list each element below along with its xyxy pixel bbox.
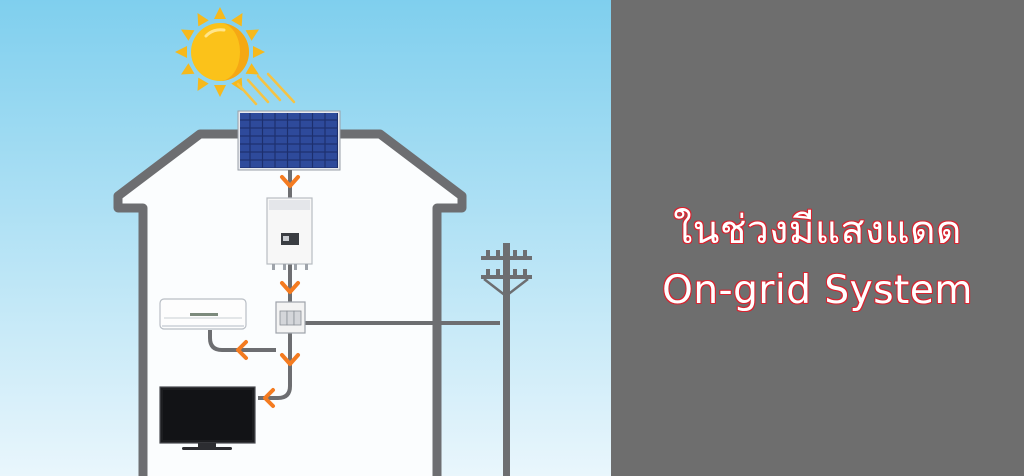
inverter-icon xyxy=(266,197,313,270)
arrow-down-icon xyxy=(280,353,300,366)
electric-meter-icon xyxy=(275,301,306,334)
air-conditioner-icon xyxy=(159,298,247,330)
arrow-down-icon xyxy=(280,175,300,188)
illustration-canvas xyxy=(0,0,611,476)
arrow-left-icon xyxy=(236,340,248,360)
title-panel: ในช่วงมีแสงแดด On-grid System xyxy=(611,0,1024,476)
headline-english: On-grid System xyxy=(662,268,973,313)
arrow-down-icon xyxy=(280,281,300,294)
arrow-left-icon xyxy=(263,388,275,408)
utility-pole-icon xyxy=(481,243,532,476)
headline-thai: ในช่วงมีแสงแดด xyxy=(673,208,962,253)
sun-icon xyxy=(175,7,296,106)
solar-panel-icon xyxy=(237,110,341,171)
television-icon xyxy=(159,386,256,450)
solar-system-illustration xyxy=(0,0,611,476)
wiring xyxy=(208,170,500,400)
